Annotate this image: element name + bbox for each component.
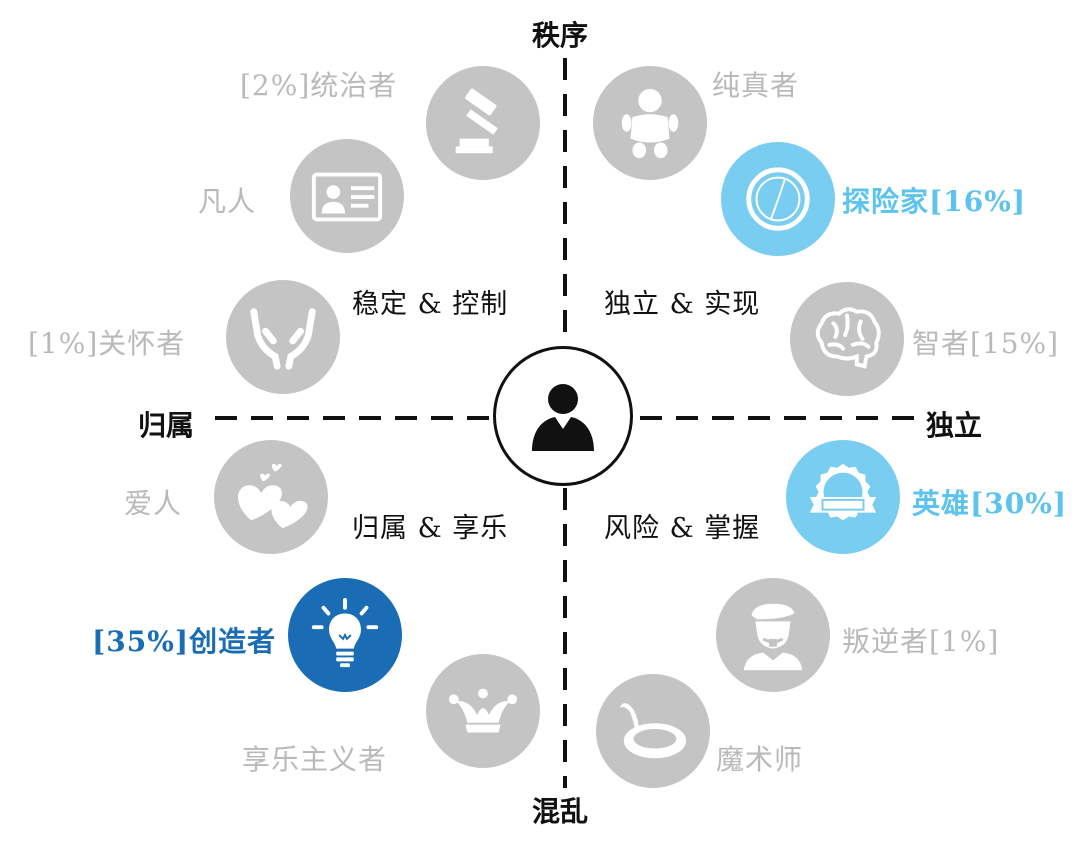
everyman-label: 凡人: [198, 185, 257, 218]
sage-circle: [790, 282, 904, 396]
quadrant-label-bottom-right: 风险 & 掌握: [604, 513, 761, 544]
person-icon: [532, 384, 594, 451]
innocent-label: 纯真者: [712, 69, 800, 102]
ruler-circle: [426, 66, 540, 180]
explorer-label: 探险家[16%]: [842, 185, 1027, 218]
center-circle: [493, 346, 633, 486]
caregiver-label: [1%]关怀者: [28, 327, 186, 360]
axis-label-top: 秩序: [532, 19, 589, 52]
creator-circle: [288, 578, 402, 692]
id-card-icon: [311, 172, 383, 222]
axis-label-left: 归属: [138, 409, 195, 442]
jester-label: 享乐主义者: [242, 743, 388, 776]
quadrant-label-top-right: 独立 & 实现: [604, 289, 761, 320]
lightbulb-icon: [311, 597, 379, 668]
jester-circle: [426, 654, 540, 768]
jester-hat-icon: [448, 688, 518, 733]
magic-hat-icon: [619, 703, 687, 759]
magician-label: 魔术师: [716, 743, 804, 776]
brain-icon: [815, 307, 881, 369]
quadrant-label-top-left: 稳定 & 控制: [352, 289, 509, 320]
caregiver-circle: [226, 280, 340, 394]
sage-label: 智者[15%]: [912, 327, 1060, 360]
quadrant-label-bottom-left: 归属 & 享乐: [352, 513, 509, 544]
hero-label: 英雄[30%]: [912, 487, 1068, 520]
axis-label-bottom: 混乱: [532, 795, 589, 828]
rebel-label: 叛逆者[1%]: [842, 625, 1000, 658]
hero-circle: [786, 440, 900, 554]
ruler-label: [2%]统治者: [240, 69, 398, 102]
gavel-icon: [455, 88, 498, 154]
baby-icon: [621, 88, 679, 159]
axis-label-right: 独立: [926, 409, 983, 442]
explorer-circle: [721, 142, 835, 256]
hearts-icon: [238, 463, 308, 529]
rebel-beret-icon: [743, 603, 803, 671]
innocent-circle: [593, 66, 707, 180]
caring-hands-icon: [250, 308, 316, 370]
everyman-circle: [290, 139, 404, 253]
badge-ribbon-icon: [809, 463, 877, 521]
compass-icon: [746, 167, 810, 231]
lover-circle: [214, 440, 328, 554]
rebel-circle: [716, 578, 830, 692]
creator-label: [35%]创造者: [92, 625, 277, 658]
magician-circle: [596, 674, 710, 788]
lover-label: 爱人: [124, 487, 183, 520]
